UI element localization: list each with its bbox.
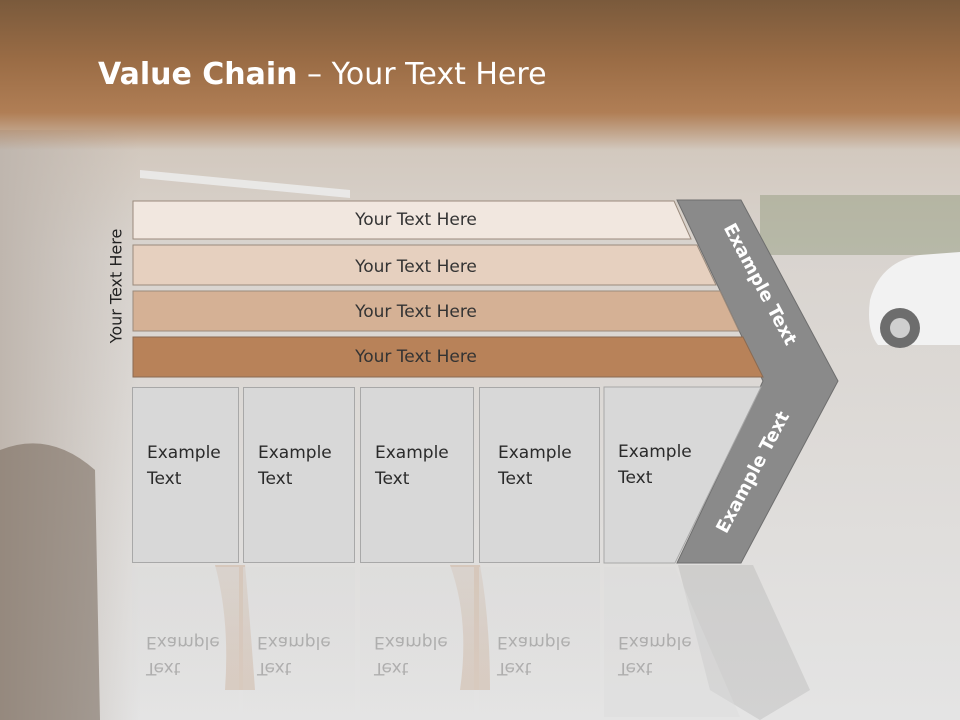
example-box-5-reflection: Text Example bbox=[604, 567, 692, 717]
row-label-1: Your Text Here bbox=[354, 210, 477, 230]
example-box-4-reflection-text: Text Example bbox=[497, 629, 597, 681]
example-box-1: Example Text bbox=[132, 387, 239, 563]
example-box-3-reflection: Text Example bbox=[360, 567, 474, 717]
example-box-4-line1: Example bbox=[498, 443, 572, 463]
example-box-4-line2: Text bbox=[498, 469, 533, 489]
example-box-2-reflection: Text Example bbox=[243, 567, 355, 717]
row-label-2: Your Text Here bbox=[354, 257, 477, 277]
row-label-3: Your Text Here bbox=[354, 302, 477, 322]
example-box-2-text: Example Text bbox=[258, 440, 358, 492]
example-box-5-line2: Text bbox=[618, 468, 653, 488]
row-shape-1 bbox=[132, 200, 692, 240]
example-box-1-reflection-text: Text Example bbox=[146, 629, 246, 681]
title-rest: – Your Text Here bbox=[297, 57, 547, 92]
example-box-2: Example Text bbox=[243, 387, 355, 563]
example-box-2-reflection-line1: Example bbox=[257, 632, 331, 652]
example-box-1-reflection-line1: Example bbox=[146, 632, 220, 652]
chevron-reflection bbox=[678, 565, 810, 720]
example-box-3-reflection-line2: Text bbox=[374, 658, 409, 678]
example-box-2-reflection-line2: Text bbox=[257, 658, 292, 678]
example-box-5-line1: Example bbox=[618, 442, 692, 462]
example-box-5-reflection-line1: Example bbox=[618, 632, 692, 652]
example-box-1-line2: Text bbox=[147, 469, 182, 489]
example-box-5-reflection-text: Text Example bbox=[618, 629, 718, 681]
example-box-3-reflection-text: Text Example bbox=[374, 629, 474, 681]
example-box-1-reflection-line2: Text bbox=[146, 658, 181, 678]
title-bold: Value Chain bbox=[98, 57, 298, 92]
example-box-3-line2: Text bbox=[375, 469, 410, 489]
example-box-2-reflection-text: Text Example bbox=[257, 629, 357, 681]
row-shape-2 bbox=[132, 244, 717, 286]
example-box-4-reflection-line1: Example bbox=[497, 632, 571, 652]
page-title: Value Chain – Your Text Here bbox=[98, 55, 547, 95]
example-box-3-line1: Example bbox=[375, 443, 449, 463]
box-shape-5-reflection bbox=[604, 567, 740, 717]
header-band bbox=[0, 0, 960, 150]
example-box-3: Example Text bbox=[360, 387, 474, 563]
example-box-5: Example Text bbox=[604, 387, 692, 563]
example-box-2-line2: Text bbox=[258, 469, 293, 489]
example-box-4: Example Text bbox=[479, 387, 600, 563]
row-shape-4 bbox=[132, 336, 764, 378]
box-shape-5 bbox=[603, 386, 762, 564]
example-box-5-text: Example Text bbox=[618, 439, 718, 491]
example-box-1-text: Example Text bbox=[147, 440, 247, 492]
row-shape-3 bbox=[132, 290, 740, 332]
example-box-3-text: Example Text bbox=[375, 440, 475, 492]
example-box-2-line1: Example bbox=[258, 443, 332, 463]
example-box-1-line1: Example bbox=[147, 443, 221, 463]
example-box-4-reflection-line2: Text bbox=[497, 658, 532, 678]
example-box-5-reflection-line2: Text bbox=[618, 658, 653, 678]
chevron-arrow bbox=[676, 199, 839, 564]
example-box-3-reflection-line1: Example bbox=[374, 632, 448, 652]
example-box-4-text: Example Text bbox=[498, 440, 598, 492]
example-box-4-reflection: Text Example bbox=[479, 567, 600, 717]
example-box-1-reflection: Text Example bbox=[132, 567, 239, 717]
row-label-4: Your Text Here bbox=[354, 347, 477, 367]
